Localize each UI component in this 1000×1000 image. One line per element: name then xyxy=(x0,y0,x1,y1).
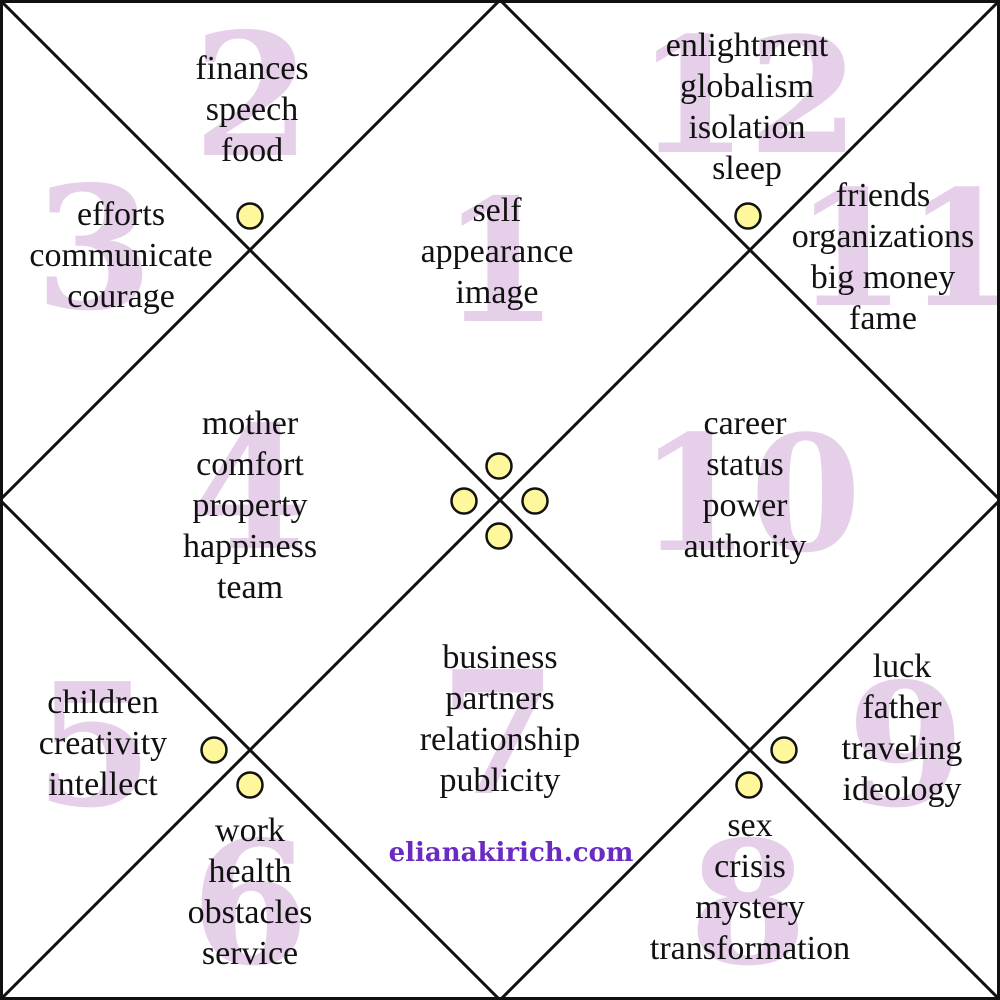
house-10-keywords: career status power authority xyxy=(684,405,807,565)
keyword: property xyxy=(192,487,307,524)
keyword: self xyxy=(472,192,522,229)
house-1-keywords: self appearance image xyxy=(421,192,574,311)
house-number-4: 4 xyxy=(190,389,308,589)
house-number-5: 5 xyxy=(35,646,153,846)
house-7-keywords: business partners relationship publicity xyxy=(420,639,581,799)
keyword: courage xyxy=(67,278,175,315)
keyword: image xyxy=(455,274,538,311)
planet-marker xyxy=(521,487,549,515)
planet-markers xyxy=(200,202,798,799)
keyword: status xyxy=(706,446,783,483)
keyword: power xyxy=(703,487,789,524)
keyword: relationship xyxy=(420,721,581,758)
house-number-9: 9 xyxy=(847,646,965,846)
planet-marker xyxy=(485,452,513,480)
house-9-keywords: luck father traveling ideology xyxy=(842,648,963,808)
house-11-keywords: friends organizations big money fame xyxy=(792,177,975,337)
keyword: isolation xyxy=(688,109,805,146)
keyword: ideology xyxy=(843,771,962,808)
keyword: intellect xyxy=(48,766,158,803)
keyword: communicate xyxy=(29,237,212,274)
keyword: speech xyxy=(206,91,299,128)
keyword: children xyxy=(47,684,158,721)
keyword: father xyxy=(862,689,942,726)
house-number-11: 11 xyxy=(795,155,1000,343)
planet-marker xyxy=(236,771,264,799)
planet-marker xyxy=(735,771,763,799)
keyword: happiness xyxy=(183,528,317,565)
house-4-keywords: mother comfort property happiness team xyxy=(183,405,317,606)
keyword: comfort xyxy=(196,446,304,483)
house-number-7: 7 xyxy=(439,634,557,834)
keyword: sleep xyxy=(712,150,782,187)
house-number-8: 8 xyxy=(689,804,807,1000)
house-number-10: 10 xyxy=(639,400,862,588)
keyword: obstacles xyxy=(188,894,313,931)
house-number-6: 6 xyxy=(191,804,309,1000)
house-3-keywords: efforts communicate courage xyxy=(29,196,212,315)
keyword: traveling xyxy=(842,730,963,767)
house-5-keywords: children creativity intellect xyxy=(39,684,167,803)
keyword: business xyxy=(442,639,557,676)
keyword: creativity xyxy=(39,725,167,762)
keyword: efforts xyxy=(77,196,165,233)
house-2-keywords: finances speech food xyxy=(195,50,308,169)
house-number-3: 3 xyxy=(35,149,153,349)
keyword: career xyxy=(703,405,787,442)
planet-marker xyxy=(236,202,264,230)
keyword: transformation xyxy=(650,930,850,967)
keyword: mystery xyxy=(695,889,805,926)
keyword: fame xyxy=(849,300,917,337)
house-8-keywords: sex crisis mystery transformation xyxy=(650,807,850,967)
planet-marker xyxy=(450,487,478,515)
keyword: work xyxy=(215,812,285,849)
keyword: enlightment xyxy=(666,27,829,64)
keyword: service xyxy=(202,935,298,972)
keyword: organizations xyxy=(792,218,975,255)
keyword: big money xyxy=(811,259,955,296)
house-number-12: 12 xyxy=(637,2,860,190)
planet-marker xyxy=(734,202,762,230)
keyword: appearance xyxy=(421,233,574,270)
house-12-keywords: enlightment globalism isolation sleep xyxy=(666,27,829,187)
keyword: luck xyxy=(873,648,932,685)
planet-marker xyxy=(770,736,798,764)
keyword: mother xyxy=(202,405,299,442)
keyword: partners xyxy=(445,680,555,717)
keyword: food xyxy=(221,132,283,169)
keyword: publicity xyxy=(440,762,561,799)
planet-marker xyxy=(200,736,228,764)
keyword: authority xyxy=(684,528,807,565)
keyword: team xyxy=(217,569,283,606)
keyword: health xyxy=(208,853,291,890)
keyword: crisis xyxy=(714,848,786,885)
credit-text: elianakirich.com xyxy=(389,838,634,868)
keyword: friends xyxy=(836,177,930,214)
house-number-1: 1 xyxy=(441,162,559,362)
keyword: sex xyxy=(727,807,772,844)
house-number-2: 2 xyxy=(193,0,311,196)
planet-marker xyxy=(485,522,513,550)
keyword: globalism xyxy=(680,68,814,105)
house-6-keywords: work health obstacles service xyxy=(188,812,313,972)
keyword: finances xyxy=(195,50,308,87)
